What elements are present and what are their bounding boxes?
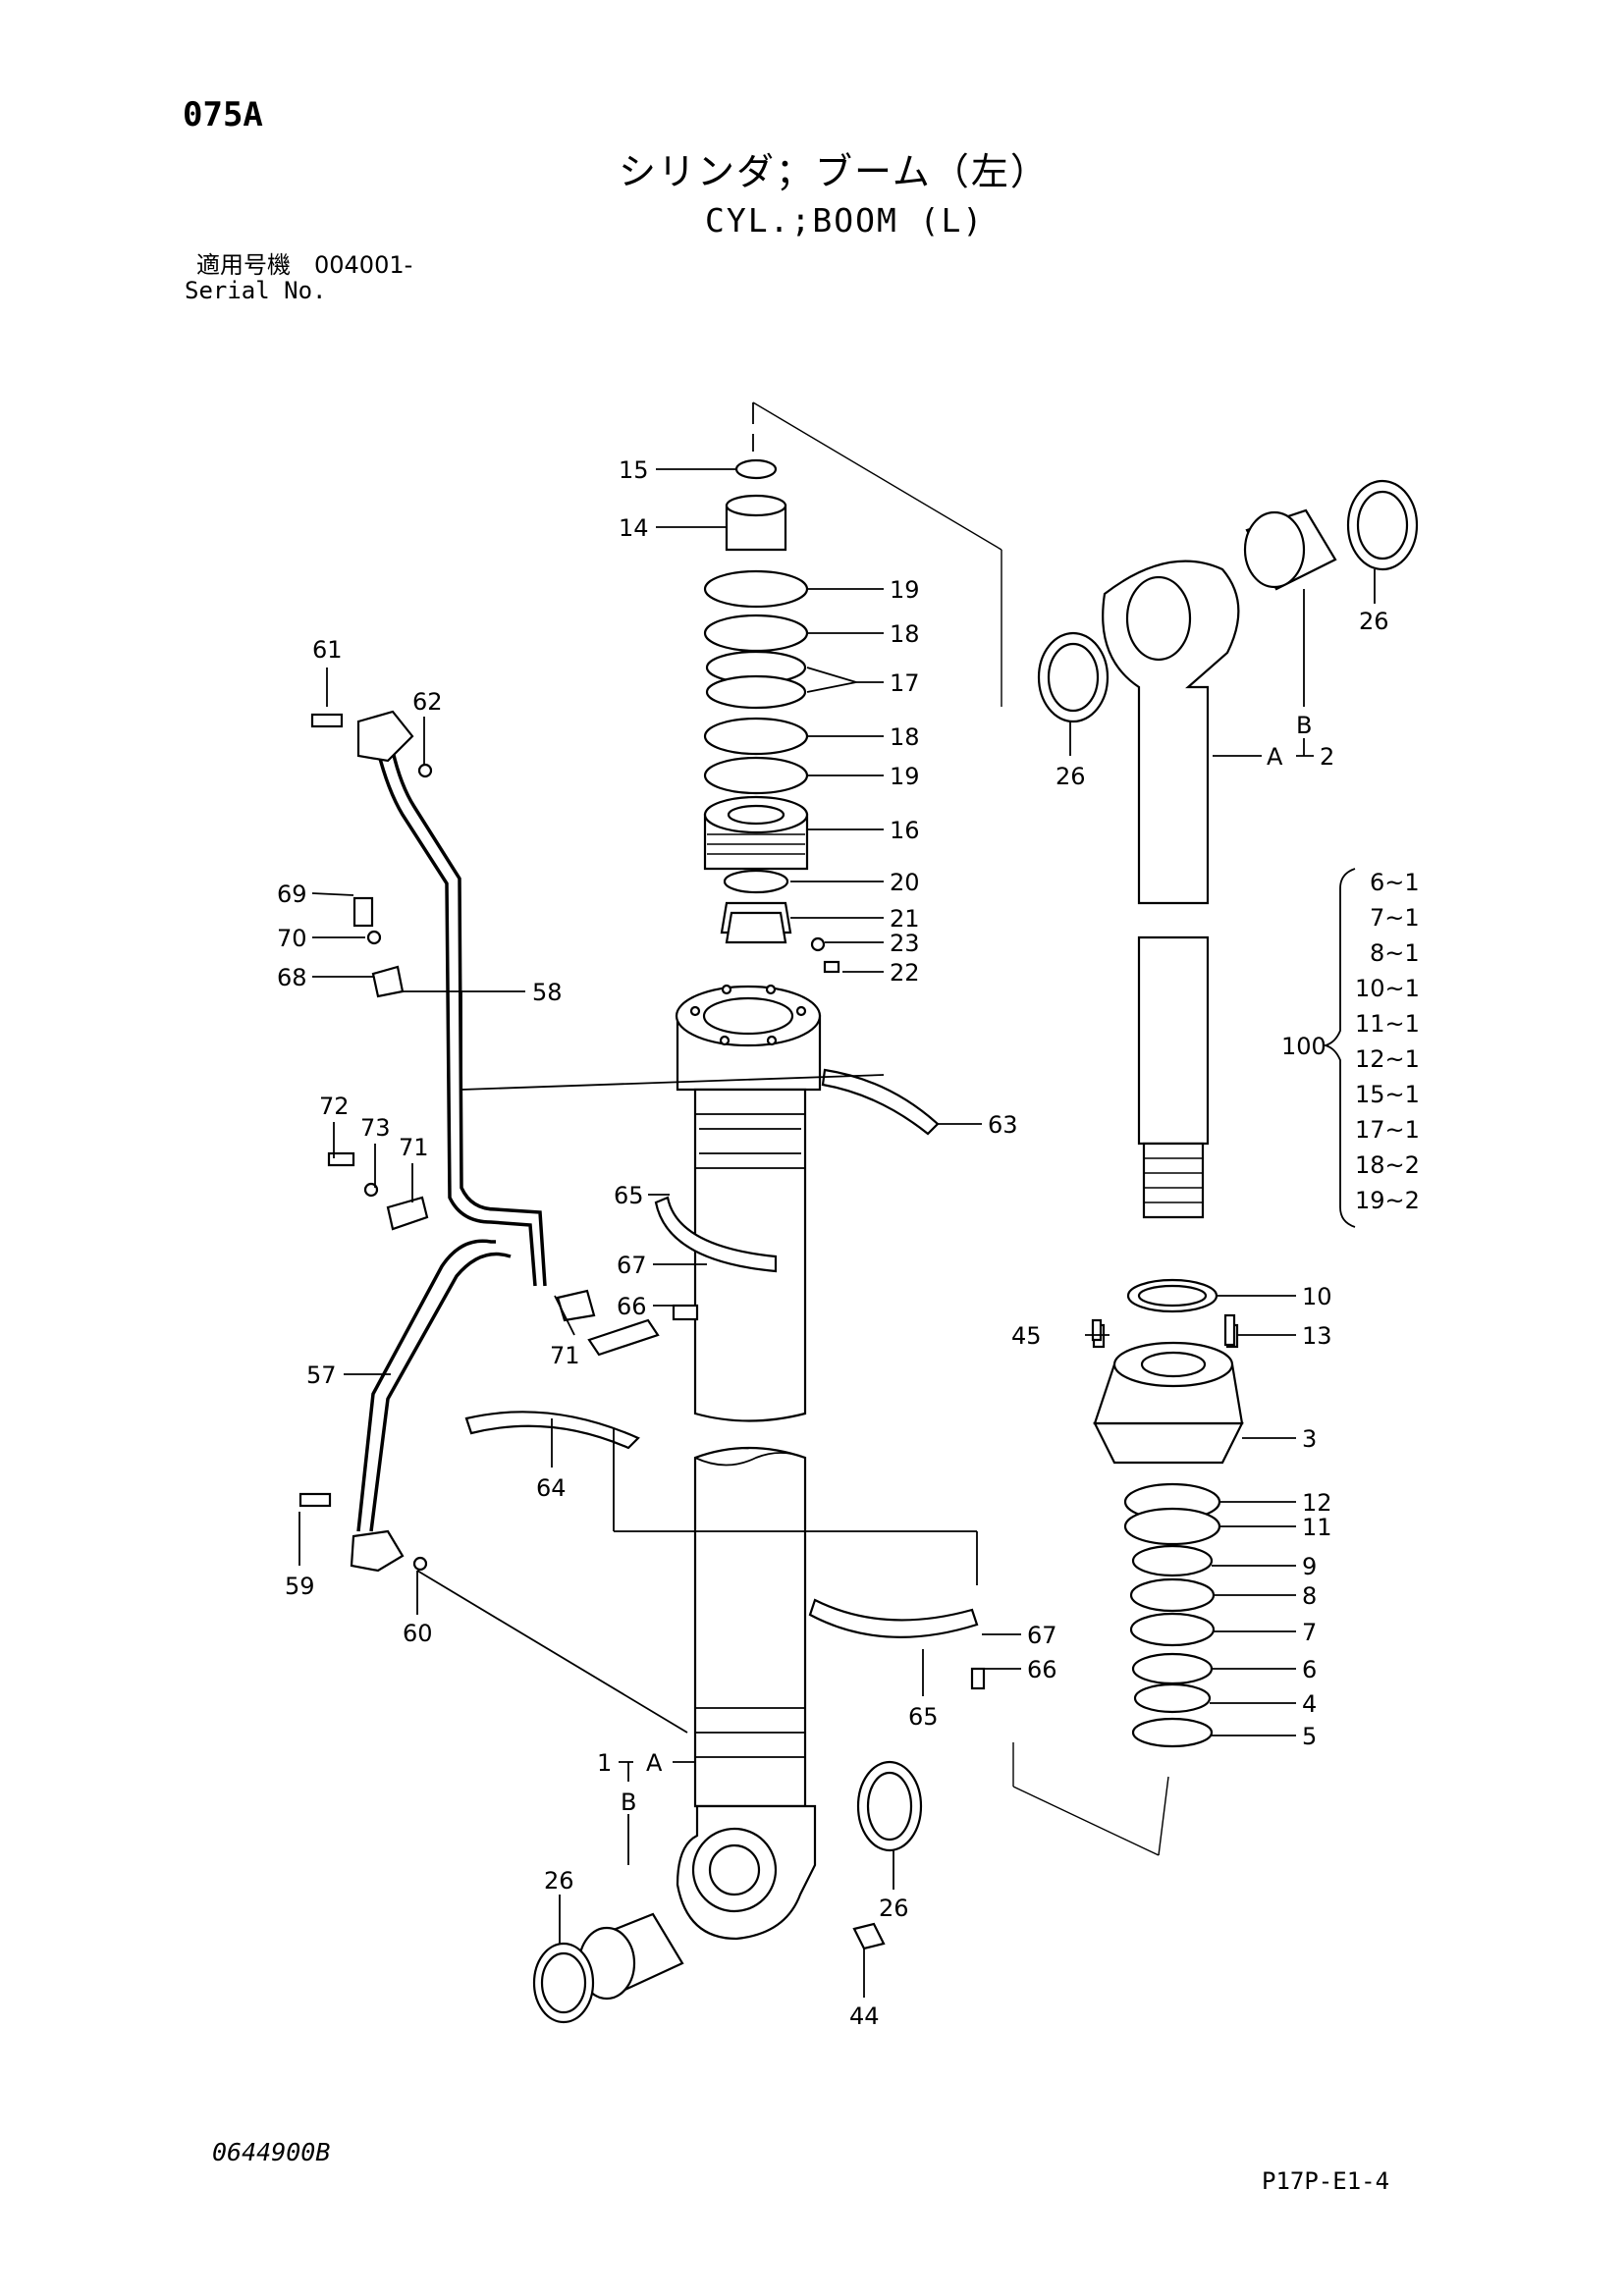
callout-58: 58: [532, 979, 563, 1006]
sheet-reference: P17P-E1-4: [1262, 2167, 1390, 2195]
callout-66: 66: [617, 1293, 647, 1320]
callout-9: 9: [1302, 1553, 1317, 1580]
callout-18: 18: [890, 620, 920, 648]
callout-16: 16: [890, 817, 920, 844]
page-title-japanese: シリンダ；ブーム（左）: [619, 150, 1050, 193]
kit-item: 11~1: [1355, 1010, 1420, 1038]
callout-60: 60: [403, 1620, 433, 1647]
callout-10: 10: [1302, 1283, 1332, 1310]
callout-labels: 15 14 19 18 17 18 19 16 20 21 23 22 61 6…: [277, 456, 1420, 2030]
callout-21: 21: [890, 905, 920, 933]
serial-range-japanese: 適用号機 004001-: [196, 251, 413, 279]
callout-45: 45: [1011, 1322, 1042, 1350]
kit-100-bracket: [1322, 868, 1356, 1228]
callout-59: 59: [285, 1573, 315, 1600]
callout-13: 13: [1302, 1322, 1332, 1350]
callout-14: 14: [619, 514, 649, 542]
callout-70: 70: [277, 925, 307, 952]
serial-label-english: Serial No.: [185, 277, 327, 304]
callout-71: 71: [399, 1134, 429, 1161]
callout-15: 15: [619, 456, 649, 484]
hydraulic-pipes: [298, 710, 660, 1573]
callout-2: 2: [1320, 743, 1334, 771]
callout-7: 7: [1302, 1619, 1317, 1646]
callout-19: 19: [890, 763, 920, 790]
callout-71: 71: [550, 1342, 580, 1369]
callout-63: 63: [988, 1111, 1018, 1139]
kit-item: 17~1: [1355, 1116, 1420, 1144]
callout-8: 8: [1302, 1582, 1317, 1610]
callout-11: 11: [1302, 1514, 1332, 1541]
callout-b: B: [621, 1789, 636, 1816]
pipe-clamps: [464, 1068, 986, 1690]
callout-23: 23: [890, 930, 920, 957]
callout-44: 44: [849, 2002, 880, 2030]
callout-26: 26: [1359, 608, 1389, 635]
callout-69: 69: [277, 881, 307, 908]
callout-1: 1: [597, 1749, 612, 1777]
kit-item: 10~1: [1355, 975, 1420, 1002]
kit-item: 8~1: [1370, 939, 1420, 967]
callout-62: 62: [412, 688, 443, 716]
callout-72: 72: [319, 1093, 350, 1120]
piston-rod-assembly: [1037, 479, 1419, 1219]
callout-64: 64: [536, 1474, 567, 1502]
callout-26: 26: [879, 1895, 909, 1922]
callout-26: 26: [544, 1867, 574, 1895]
callout-73: 73: [360, 1114, 391, 1142]
callout-22: 22: [890, 959, 920, 987]
callout-17: 17: [890, 669, 920, 697]
callout-4: 4: [1302, 1690, 1317, 1718]
leader-lines: [298, 401, 1376, 1998]
callout-20: 20: [890, 869, 920, 896]
kit-item: 19~2: [1355, 1187, 1420, 1214]
callout-26: 26: [1056, 763, 1086, 790]
kit-item: 15~1: [1355, 1081, 1420, 1108]
callout-57: 57: [306, 1362, 337, 1389]
page-code: 075A: [183, 95, 263, 134]
callout-a: A: [1267, 743, 1283, 771]
callout-a: A: [646, 1749, 663, 1777]
callout-100: 100: [1281, 1033, 1326, 1060]
callout-65: 65: [908, 1703, 939, 1731]
callout-67: 67: [1027, 1622, 1057, 1649]
kit-item: 18~2: [1355, 1151, 1420, 1179]
callout-66: 66: [1027, 1656, 1057, 1683]
cylinder-tube-assembly: [675, 402, 822, 1941]
kit-item: 7~1: [1370, 904, 1420, 932]
page-title-english: CYL.;BOOM (L): [705, 201, 985, 240]
head-stack-parts: [703, 458, 840, 974]
kit-item: 12~1: [1355, 1045, 1420, 1073]
callout-3: 3: [1302, 1425, 1317, 1453]
gland-assembly: [1091, 1278, 1244, 1748]
drawing-number: 0644900B: [212, 2138, 331, 2166]
callout-5: 5: [1302, 1723, 1317, 1750]
callout-6: 6: [1302, 1656, 1317, 1683]
callout-12: 12: [1302, 1489, 1332, 1517]
callout-68: 68: [277, 964, 307, 991]
callout-19: 19: [890, 576, 920, 604]
bottom-parts: [532, 1760, 923, 2024]
callout-b: B: [1296, 712, 1312, 739]
callout-18: 18: [890, 723, 920, 751]
callout-67: 67: [617, 1252, 647, 1279]
callout-61: 61: [312, 636, 343, 664]
kit-item: 6~1: [1370, 869, 1420, 896]
callout-65: 65: [614, 1182, 644, 1209]
